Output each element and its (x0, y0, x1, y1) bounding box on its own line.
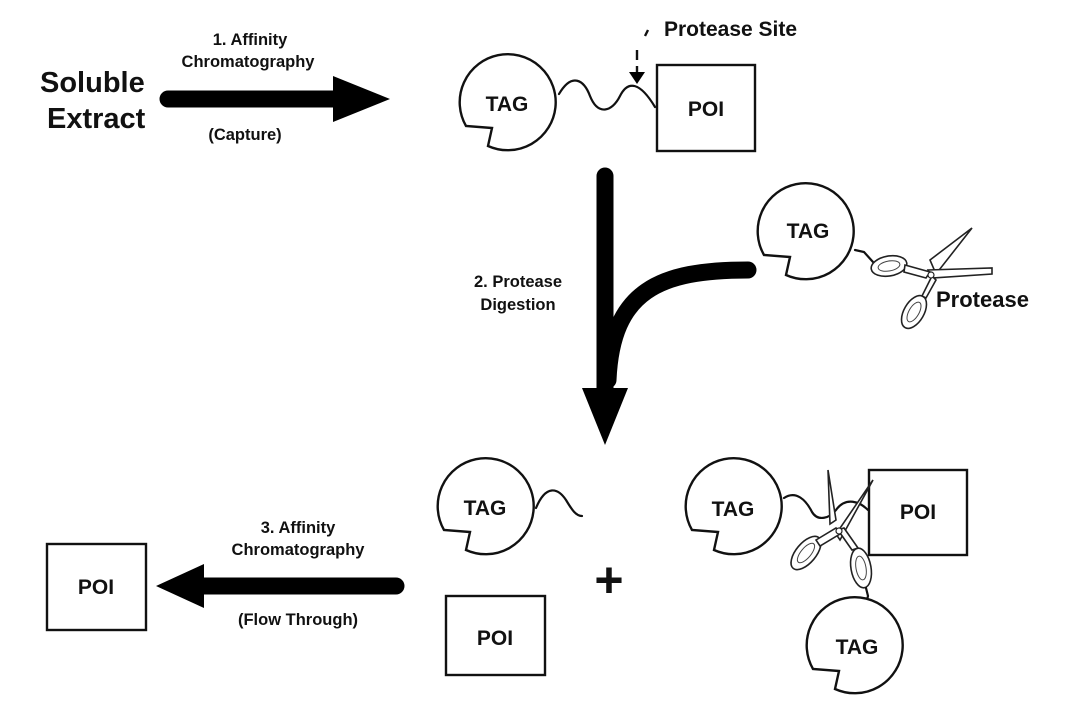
step3-title-line1: 3. Affinity (261, 519, 336, 537)
complex-tag-domain: TAG (684, 457, 783, 556)
step1-title-line1: 1. Affinity (213, 31, 288, 49)
step2-title-line1: 2. Protease (474, 273, 562, 291)
soluble-extract-label-line1: Soluble (40, 67, 145, 99)
complex-poi-label: POI (900, 501, 936, 524)
flow-through-arrow (156, 564, 405, 608)
protease-tag-label: TAG (787, 220, 830, 243)
fusion-protein: TAG POI Protease Site (458, 18, 797, 153)
protease-label: Protease (936, 287, 1029, 312)
protease-enzyme: TAG Protease (756, 182, 1029, 330)
poi-label: POI (688, 98, 724, 121)
released-poi-label: POI (477, 627, 513, 650)
complex-tag-label: TAG (712, 498, 755, 521)
capture-arrow (159, 76, 390, 122)
step3-title-line2: Chromatography (232, 541, 366, 559)
tag-domain: TAG (458, 53, 557, 152)
step1-note: (Capture) (208, 126, 281, 144)
plus-sign: + (594, 552, 623, 608)
complex-lower-tag-domain: TAG (805, 596, 904, 695)
step3-note: (Flow Through) (238, 611, 358, 629)
scissors-icon (870, 227, 993, 330)
complex-linker (782, 494, 870, 519)
soluble-extract-label-line2: Extract (47, 103, 146, 135)
final-poi-box: POI (45, 542, 148, 632)
protease-site-label: Protease Site (664, 18, 797, 41)
digestion-arrow (582, 167, 757, 445)
linker-peptide (557, 79, 657, 111)
cleaved-tag: TAG (436, 457, 584, 556)
cleaved-linker (534, 489, 584, 518)
protease-linker (853, 248, 875, 264)
complex-poi-box: POI (867, 468, 969, 557)
step2-title-line2: Digestion (480, 296, 555, 314)
released-poi-box: POI (444, 594, 547, 677)
complex-lower-tag-label: TAG (836, 636, 879, 659)
protease-site-pointer (629, 29, 650, 84)
poi-box: POI (655, 63, 757, 153)
cleaved-tag-label: TAG (464, 497, 507, 520)
protease-tag-domain: TAG (756, 182, 855, 281)
complex-scissors-icon (790, 469, 874, 589)
final-poi-label: POI (78, 576, 114, 599)
tag-label: TAG (486, 93, 529, 116)
protease-complex: TAG POI TAG (684, 457, 969, 695)
step1-title-line2: Chromatography (182, 53, 316, 71)
